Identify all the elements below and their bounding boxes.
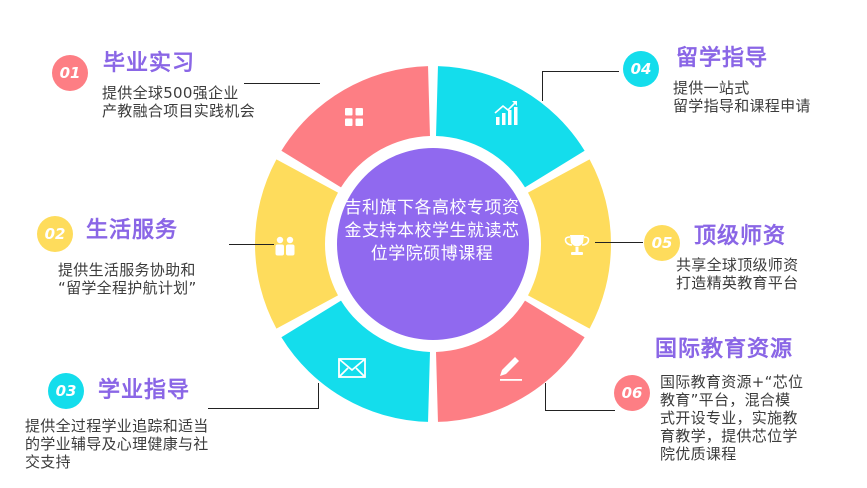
desc-04: 提供一站式 留学指导和课程申请 bbox=[673, 79, 811, 115]
ring-segment-03 bbox=[281, 300, 430, 422]
title-03: 学业指导 bbox=[98, 378, 191, 403]
badge-02: 02 bbox=[37, 216, 73, 252]
grid-icon bbox=[345, 108, 363, 126]
center-circle bbox=[337, 148, 529, 340]
title-06: 国际教育资源 bbox=[655, 337, 794, 362]
leader-line-05 bbox=[595, 242, 643, 243]
desc-01: 提供全球500强企业 产教融合项目实践机会 bbox=[102, 84, 256, 120]
segment-icons bbox=[275, 101, 590, 381]
desc-03: 提供全过程学业追踪和适当 的学业辅导及心理健康与社 交支持 bbox=[25, 417, 209, 471]
badge-01: 01 bbox=[52, 55, 88, 91]
title-02: 生活服务 bbox=[86, 218, 179, 243]
ring-segment-02 bbox=[255, 159, 338, 329]
badge-03: 03 bbox=[48, 373, 84, 409]
leader-line-01 bbox=[244, 83, 320, 84]
desc-02: 提供生活服务协助和 “留学全程护航计划” bbox=[58, 261, 197, 297]
desc-05: 共享全球顶级师资 打造精英教育平台 bbox=[676, 256, 799, 292]
desc-06: 国际教育资源+“芯位 教育”平台，混合模 式开设专业，实施教 育教学，提供芯位学… bbox=[660, 373, 804, 463]
ring-segment-04 bbox=[436, 66, 585, 188]
leader-line-02 bbox=[229, 244, 274, 245]
leader-line-04 bbox=[542, 71, 619, 72]
trophy-icon bbox=[564, 235, 590, 255]
leader-line-04b bbox=[542, 71, 543, 101]
badge-06: 06 bbox=[614, 375, 650, 411]
pencil-icon bbox=[500, 357, 522, 381]
leader-line-03b bbox=[208, 408, 319, 409]
people-icon bbox=[275, 236, 295, 256]
center-text: 吉利旗下各高校专项资金支持本校学生就读芯位学院硕博课程 bbox=[344, 198, 520, 264]
title-01: 毕业实习 bbox=[103, 51, 196, 76]
growth-chart-icon bbox=[494, 101, 518, 125]
leader-line-06b bbox=[545, 383, 546, 410]
title-04: 留学指导 bbox=[676, 46, 769, 71]
badge-05: 05 bbox=[644, 225, 680, 261]
ring-segment-06 bbox=[436, 300, 585, 422]
leader-line-06 bbox=[545, 410, 615, 411]
title-05: 顶级师资 bbox=[694, 224, 787, 249]
envelope-icon bbox=[338, 358, 366, 378]
badge-04: 04 bbox=[623, 51, 659, 87]
ring-segment-01 bbox=[281, 66, 430, 188]
leader-line-03 bbox=[318, 383, 319, 408]
